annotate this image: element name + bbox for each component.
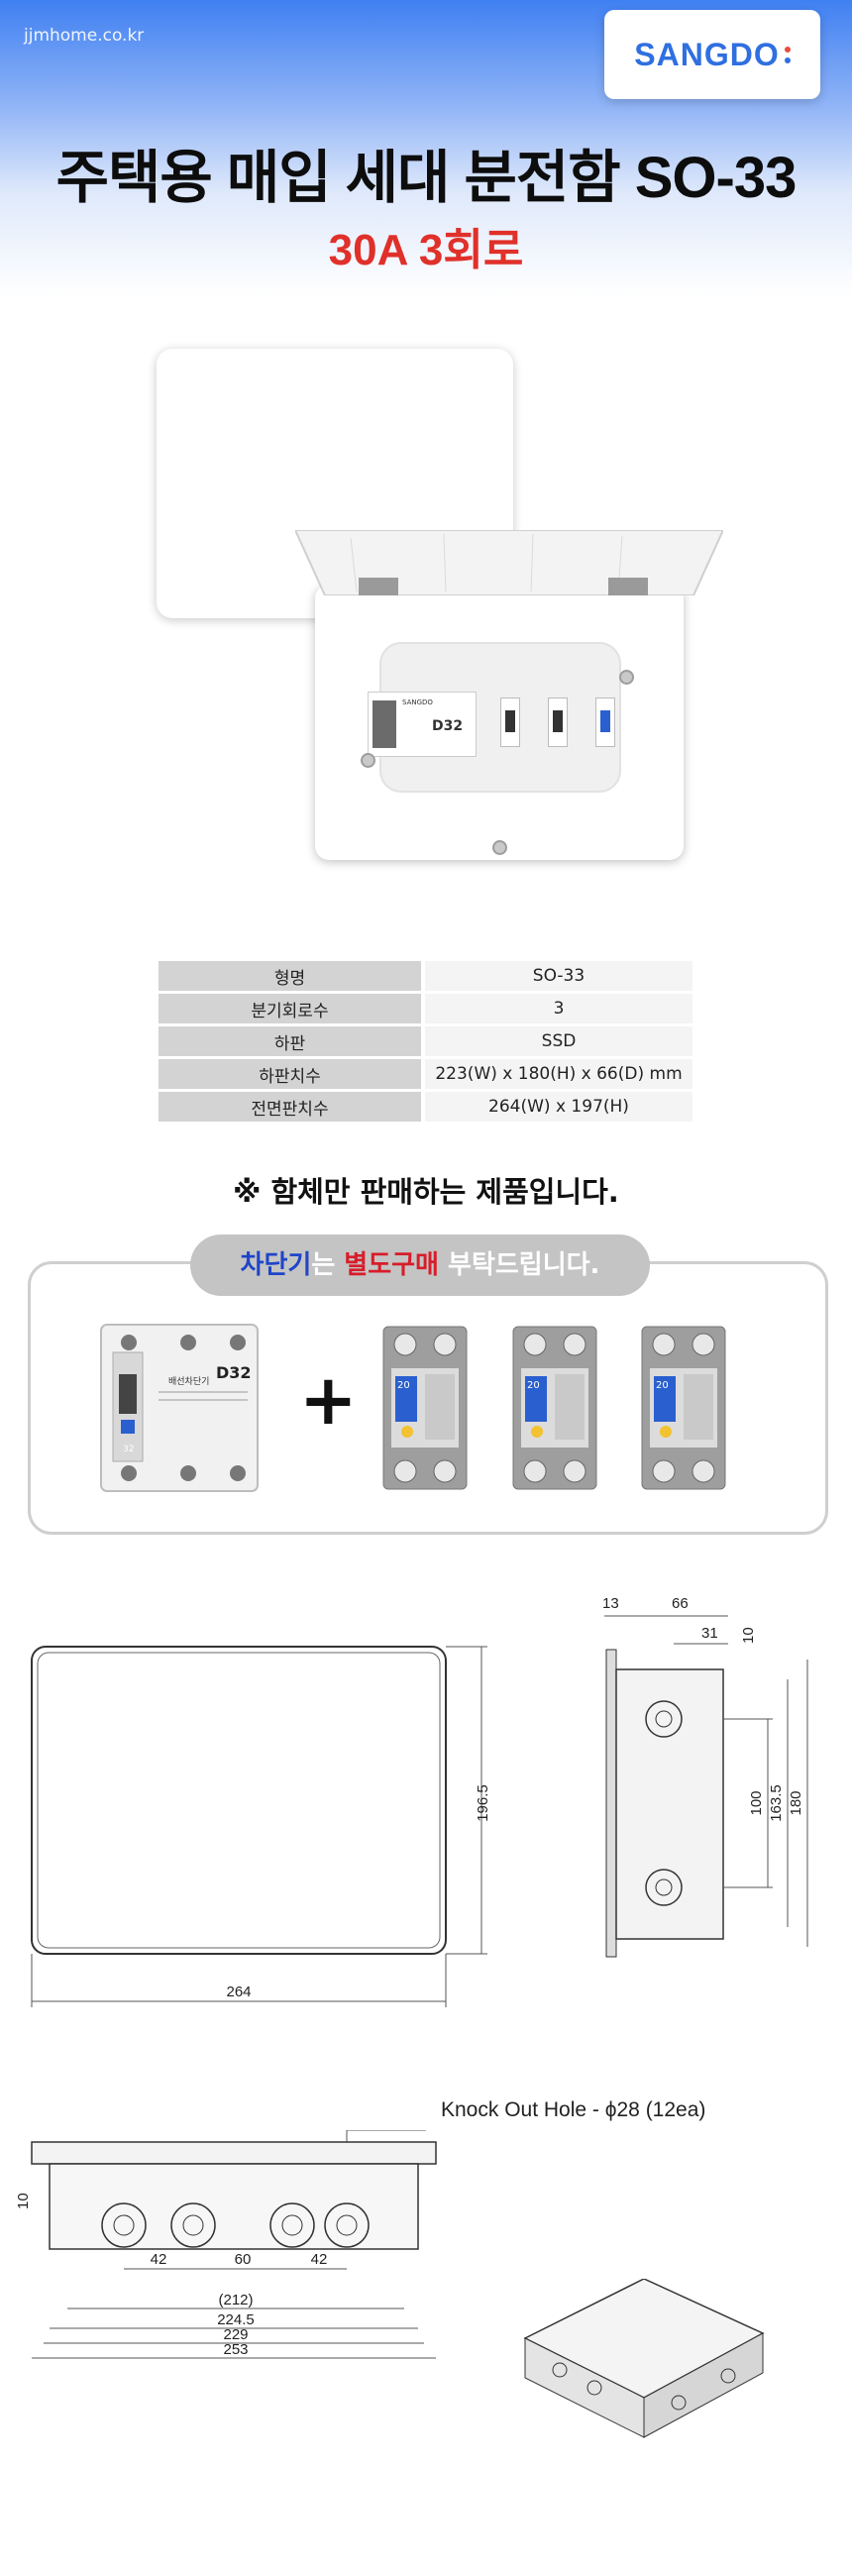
brand-logo: SANGDO: [604, 10, 820, 99]
brand-dots-icon: [784, 46, 791, 63]
brand-name: SANGDO: [634, 36, 780, 72]
hinged-lid-icon: [295, 530, 723, 595]
screw-icon: [361, 753, 375, 768]
svg-text:100: 100: [748, 1790, 765, 1815]
screw-icon: [492, 840, 507, 855]
front-view-drawing: 196.5 264: [31, 1646, 491, 2007]
page-title: 주택용 매입 세대 분전함 SO-33: [55, 146, 798, 210]
svg-text:10: 10: [15, 2193, 32, 2209]
main-breaker-model: D32: [432, 718, 464, 734]
main-breaker-brand: SANGDO: [402, 698, 433, 706]
svg-text:10: 10: [740, 1627, 757, 1644]
breaker-note-pill: 차단기는 별도구매 부탁드립니다.: [190, 1234, 650, 1296]
main-breaker-icon: 배선차단기 D32 32: [100, 1324, 259, 1492]
main-breaker-model: D32: [216, 1363, 252, 1382]
svg-text:66: 66: [672, 1595, 689, 1612]
svg-text:(212): (212): [218, 2292, 253, 2308]
svg-text:163.5: 163.5: [768, 1784, 785, 1822]
breaker-mount-area: SANGDO D32: [368, 642, 621, 793]
svg-text:20: 20: [656, 1380, 669, 1391]
bottom-view-drawing: 10 42 60 42 (212) 224.5 229 253: [15, 2130, 437, 2359]
isometric-view-drawing: [523, 2279, 765, 2438]
front-height-dim: 196.5: [475, 1784, 491, 1822]
svg-text:180: 180: [788, 1790, 804, 1815]
svg-text:229: 229: [223, 2326, 248, 2343]
svg-text:253: 253: [223, 2341, 248, 2358]
svg-text:13: 13: [602, 1595, 619, 1612]
branch-breaker-icon: 20: [641, 1326, 726, 1490]
svg-text:60: 60: [235, 2251, 252, 2268]
main-breaker-image: SANGDO D32: [368, 692, 477, 757]
svg-text:20: 20: [397, 1380, 410, 1391]
main-breaker-name: 배선차단기: [168, 1375, 209, 1387]
branch-breaker-2-icon: [548, 698, 568, 747]
branch-breaker-3-icon: [595, 698, 615, 747]
site-url: jjmhome.co.kr: [24, 26, 145, 46]
branch-breaker-icon: 20: [512, 1326, 597, 1490]
page-subtitle: 30A 3회로: [328, 226, 524, 274]
notice-text: ※ 함체만 판매하는 제품입니다.: [233, 1175, 619, 1209]
knockout-label: Knock Out Hole - ϕ28 (12ea): [441, 2098, 706, 2121]
main-breaker-rating: 32: [123, 1445, 134, 1454]
front-width-dim: 264: [226, 1984, 251, 2000]
side-view-drawing: 13 66 31 10 100 163.5 180: [602, 1595, 808, 1958]
plus-icon: [299, 1365, 358, 1435]
branch-breaker-1-icon: [500, 698, 520, 747]
svg-text:224.5: 224.5: [217, 2311, 255, 2328]
svg-text:20: 20: [527, 1380, 540, 1391]
svg-text:42: 42: [151, 2251, 167, 2268]
branch-breaker-icon: 20: [382, 1326, 468, 1490]
screw-icon: [619, 670, 634, 685]
svg-text:42: 42: [311, 2251, 328, 2268]
breaker-handle-icon: [373, 700, 396, 748]
svg-text:31: 31: [701, 1625, 718, 1642]
